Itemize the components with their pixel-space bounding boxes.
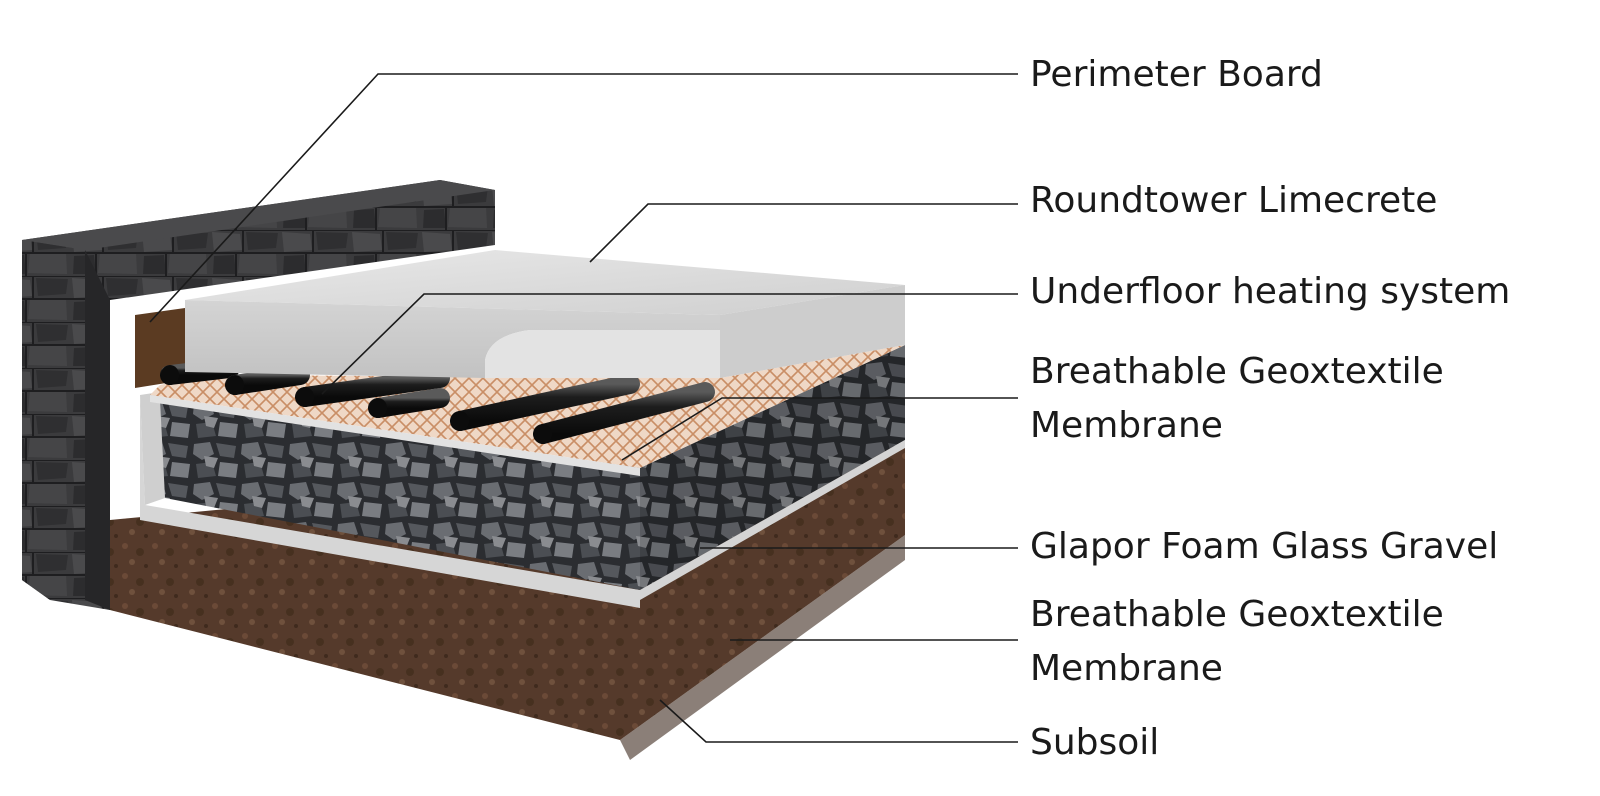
label-membrane-top-line2: Membrane xyxy=(1030,405,1223,446)
leader-limecrete xyxy=(589,203,1018,263)
label-membrane-bottom: Breathable Geoxtextile Membrane xyxy=(1030,588,1444,696)
label-membrane-bottom-line1: Breathable Geoxtextile xyxy=(1030,594,1444,635)
label-subsoil-text: Subsoil xyxy=(1030,722,1160,763)
leader-membrane-top xyxy=(621,397,1018,461)
leader-subsoil xyxy=(659,699,1018,743)
bottom-membrane-tray xyxy=(140,392,640,608)
limecrete-slab xyxy=(185,250,905,378)
label-subsoil: Subsoil xyxy=(1030,716,1159,770)
leader-lines xyxy=(149,73,1018,743)
stone-wall xyxy=(22,180,495,610)
label-underfloor-heating: Underfloor heating system xyxy=(1030,265,1510,319)
label-limecrete-text: Roundtower Limecrete xyxy=(1030,180,1438,221)
label-perimeter-board: Perimeter Board xyxy=(1030,48,1323,102)
leader-underfloor-heating xyxy=(321,293,1018,395)
label-membrane-top-line1: Breathable Geoxtextile xyxy=(1030,351,1444,392)
label-underfloor-heating-text: Underfloor heating system xyxy=(1030,271,1511,312)
label-gravel: Glapor Foam Glass Gravel xyxy=(1030,520,1498,574)
label-perimeter-board-text: Perimeter Board xyxy=(1030,54,1323,95)
label-membrane-bottom-line2: Membrane xyxy=(1030,648,1223,689)
label-membrane-top: Breathable Geoxtextile Membrane xyxy=(1030,345,1444,453)
label-gravel-text: Glapor Foam Glass Gravel xyxy=(1030,526,1499,567)
gravel-layer xyxy=(160,345,905,600)
label-limecrete: Roundtower Limecrete xyxy=(1030,174,1437,228)
leader-perimeter-board xyxy=(149,73,1018,323)
